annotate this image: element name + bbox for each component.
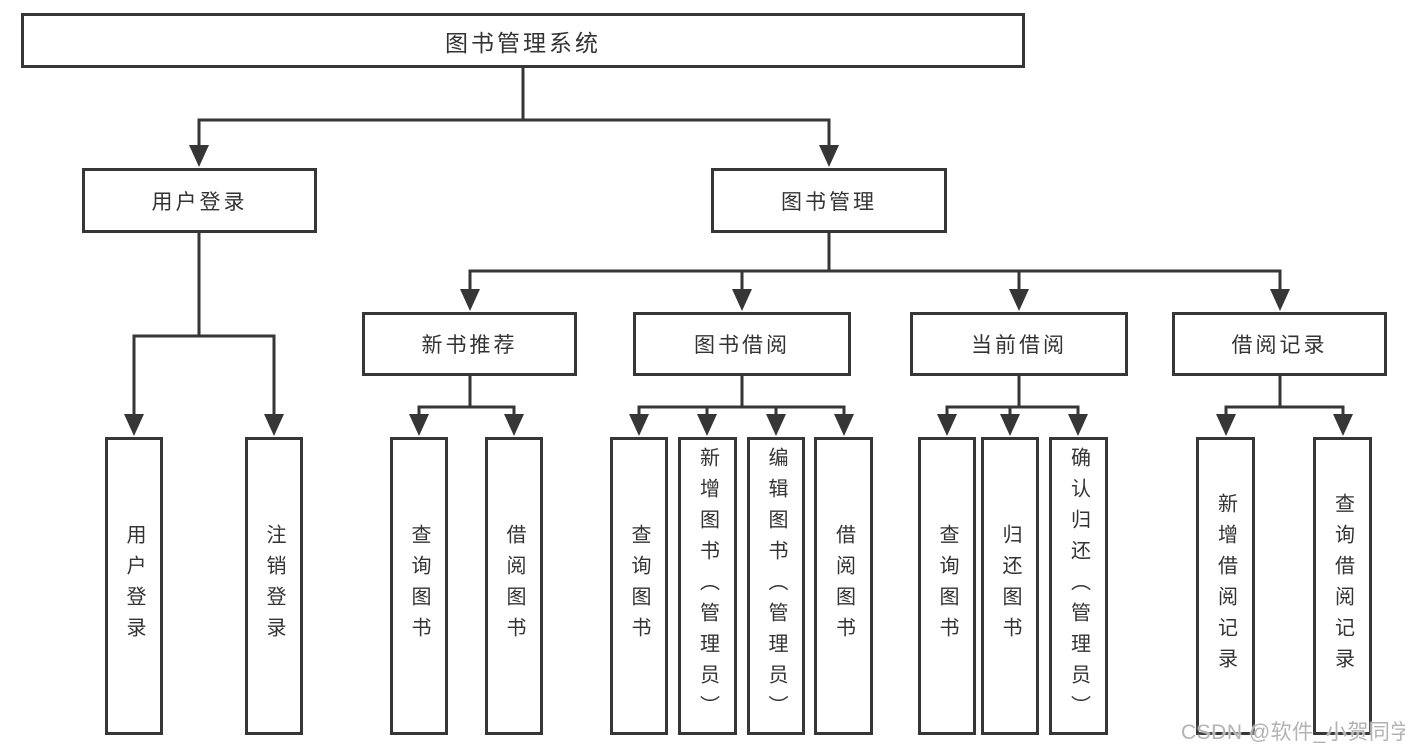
node-new-book-recommendation: 新书推荐 (362, 312, 577, 376)
node-label: 编辑图书（管理员） (765, 446, 787, 726)
node-label: 用户登录 (151, 190, 248, 214)
arrowhead-icon (264, 414, 284, 436)
watermark: CSDN @软件_小贺同学 (1181, 721, 1405, 744)
arrowhead-icon (189, 145, 209, 167)
node-label: 查询借阅记录 (1331, 493, 1354, 679)
node-label: 借阅图书 (832, 524, 855, 648)
arrowhead-icon (124, 414, 144, 436)
node-label: 查询图书 (628, 524, 650, 648)
arrowhead-icon (1333, 414, 1353, 436)
arrowhead-icon (1270, 289, 1290, 311)
leaf-add-borrowing-record: 新增借阅记录 (1196, 437, 1255, 735)
leaf-logout: 注销登录 (245, 437, 303, 735)
node-label: 借阅记录 (1231, 334, 1328, 357)
node-label: 查询图书 (936, 524, 958, 648)
leaf-user-login: 用户登录 (105, 437, 163, 735)
node-label: 新增借阅记录 (1214, 493, 1237, 679)
node-label: 新增图书（管理员） (696, 446, 719, 726)
arrowhead-icon (629, 414, 649, 436)
node-label: 确认归还（管理员） (1067, 446, 1090, 726)
arrowhead-icon (766, 414, 786, 436)
arrowhead-icon (1068, 414, 1088, 436)
leaf-query-books-borrowing: 查询图书 (610, 437, 668, 735)
node-label: 新书推荐 (421, 334, 518, 357)
node-label: 图书管理系统 (445, 29, 601, 56)
arrowhead-icon (1009, 289, 1029, 311)
arrowhead-icon (697, 414, 717, 436)
node-label: 图书借阅 (694, 334, 790, 357)
node-label: 归还图书 (999, 524, 1021, 648)
arrowhead-icon (819, 145, 839, 167)
node-label: 借阅图书 (503, 524, 525, 648)
arrowhead-icon (460, 289, 480, 311)
leaf-confirm-return-admin: 确认归还（管理员） (1049, 437, 1108, 735)
arrowhead-icon (1000, 414, 1020, 436)
node-library-management-system: 图书管理系统 (21, 13, 1025, 68)
leaf-query-books-current: 查询图书 (918, 437, 976, 735)
leaf-query-borrowing-record: 查询借阅记录 (1313, 437, 1372, 735)
leaf-borrow-books: 借阅图书 (814, 437, 873, 735)
arrowhead-icon (937, 414, 957, 436)
node-book-borrowing: 图书借阅 (633, 312, 851, 376)
arrowhead-icon (732, 289, 752, 311)
leaf-add-books-admin: 新增图书（管理员） (678, 437, 737, 735)
leaf-return-books: 归还图书 (981, 437, 1039, 735)
node-label: 图书管理 (781, 190, 877, 214)
node-user-login-branch: 用户登录 (82, 168, 317, 233)
leaf-query-books-recommend: 查询图书 (390, 437, 448, 735)
leaf-edit-books-admin: 编辑图书（管理员） (747, 437, 805, 735)
node-label: 用户登录 (123, 524, 145, 648)
node-borrowing-records: 借阅记录 (1172, 312, 1387, 376)
leaf-borrow-books-recommend: 借阅图书 (485, 437, 543, 735)
arrowhead-icon (1216, 414, 1236, 436)
node-label: 注销登录 (263, 524, 285, 648)
arrowhead-icon (834, 414, 854, 436)
arrowhead-icon (409, 414, 429, 436)
arrowhead-icon (504, 414, 524, 436)
node-label: 当前借阅 (971, 334, 1067, 357)
node-current-borrowing: 当前借阅 (910, 312, 1128, 376)
node-label: 查询图书 (408, 524, 430, 648)
node-book-management-branch: 图书管理 (711, 168, 947, 233)
